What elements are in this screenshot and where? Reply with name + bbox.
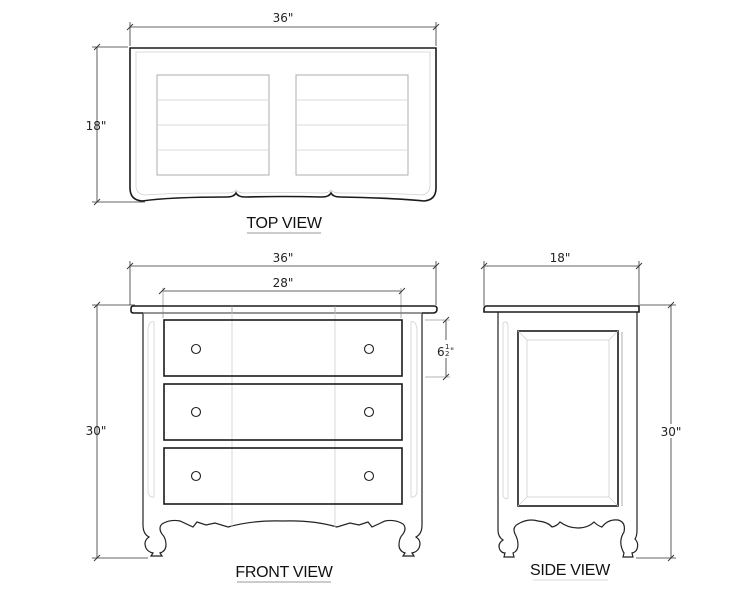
top-inner-edge xyxy=(135,51,431,196)
side-view: 18" 30" SIDE VIEW xyxy=(480,251,684,581)
top-panel-lines xyxy=(157,99,408,151)
side-case-body xyxy=(497,312,639,558)
drawer-1 xyxy=(163,319,403,377)
top-view: 36" 18" TOP VIEW xyxy=(86,11,440,234)
side-panel-inner xyxy=(526,339,610,498)
drawer-3-right-knob xyxy=(363,470,375,482)
drawer-1-left-knob xyxy=(190,343,202,355)
front-height-label: 30" xyxy=(86,424,107,438)
front-drawer-height-label: 6 xyxy=(437,345,445,359)
side-panel-outer xyxy=(517,330,619,507)
top-width-label: 36" xyxy=(273,11,294,25)
drawer-3 xyxy=(163,447,403,505)
top-outline xyxy=(129,47,437,202)
top-view-label: TOP VIEW xyxy=(246,215,322,232)
front-top-slab xyxy=(130,305,438,314)
front-drawer-height-fraction-den: 2 xyxy=(445,350,449,358)
drawer-2-left-knob xyxy=(190,406,202,418)
top-width-dimension: 36" xyxy=(126,11,440,46)
front-view-label: FRONT VIEW xyxy=(235,564,333,581)
front-drawer-width-label: 28" xyxy=(273,276,294,290)
front-height-dimension: 30" xyxy=(86,301,148,562)
front-drawer-height-fraction: 1 xyxy=(445,343,449,351)
side-height-dimension: 30" xyxy=(636,301,684,562)
side-depth-label: 18" xyxy=(550,251,571,265)
drawer-1-right-knob xyxy=(363,343,375,355)
side-view-label: SIDE VIEW xyxy=(530,562,611,579)
front-drawer-height-dimension: 6 1 2 " xyxy=(425,316,456,381)
front-drawer-width-dimension: 28" xyxy=(158,276,406,318)
front-drawer-height-unit: " xyxy=(450,347,454,357)
side-height-label: 30" xyxy=(661,425,682,439)
top-depth-label: 18" xyxy=(86,119,107,133)
drawer-2-right-knob xyxy=(363,406,375,418)
top-depth-dimension: 18" xyxy=(86,43,145,206)
front-view: 36" 28" 30" 6 xyxy=(86,251,456,583)
front-case-body xyxy=(142,313,423,557)
drawer-3-left-knob xyxy=(190,470,202,482)
front-width-label: 36" xyxy=(273,251,294,265)
drawer-2 xyxy=(163,383,403,441)
side-top-slab xyxy=(483,305,640,313)
front-width-dimension: 36" xyxy=(126,251,440,305)
side-depth-dimension: 18" xyxy=(480,251,643,306)
